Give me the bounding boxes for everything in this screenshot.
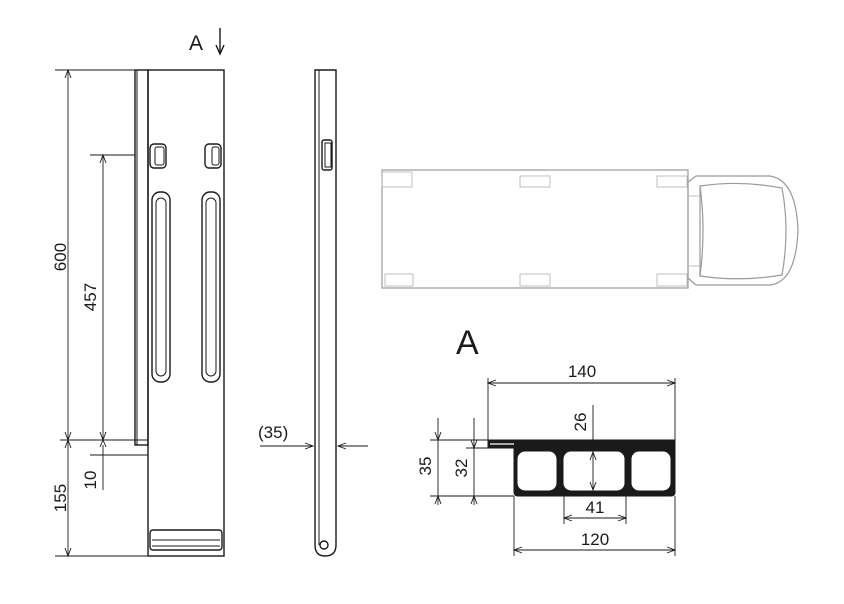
dim-35: 35 (416, 457, 435, 476)
dim-600: 600 (51, 243, 70, 271)
foot-step (149, 529, 223, 551)
vehicle-top-view (381, 169, 799, 289)
dim-10: 10 (81, 471, 100, 490)
highlight-slot (381, 171, 413, 188)
dim-32: 32 (452, 459, 471, 478)
handle-right (201, 191, 221, 383)
view-marker-label: A (189, 32, 203, 55)
front-view: 600 457 10 155 (51, 68, 225, 558)
side-view: (35) (258, 69, 368, 557)
hook-right (204, 143, 222, 169)
view-marker-a: A (189, 28, 225, 56)
section-label: A (456, 324, 479, 362)
handle-left (151, 191, 171, 383)
dim-140: 140 (568, 362, 596, 381)
dim-41: 41 (586, 498, 605, 517)
dim-155: 155 (51, 484, 70, 512)
dim-26: 26 (571, 413, 590, 432)
dim-35-side: (35) (258, 423, 288, 442)
vehicle-cab (687, 175, 799, 286)
section-a: A 140 26 35 32 (416, 324, 677, 556)
dim-457: 457 (81, 283, 100, 311)
dim-120: 120 (581, 530, 609, 549)
side-pivot (319, 540, 329, 550)
hook-left (149, 143, 167, 169)
side-hook (321, 139, 333, 171)
